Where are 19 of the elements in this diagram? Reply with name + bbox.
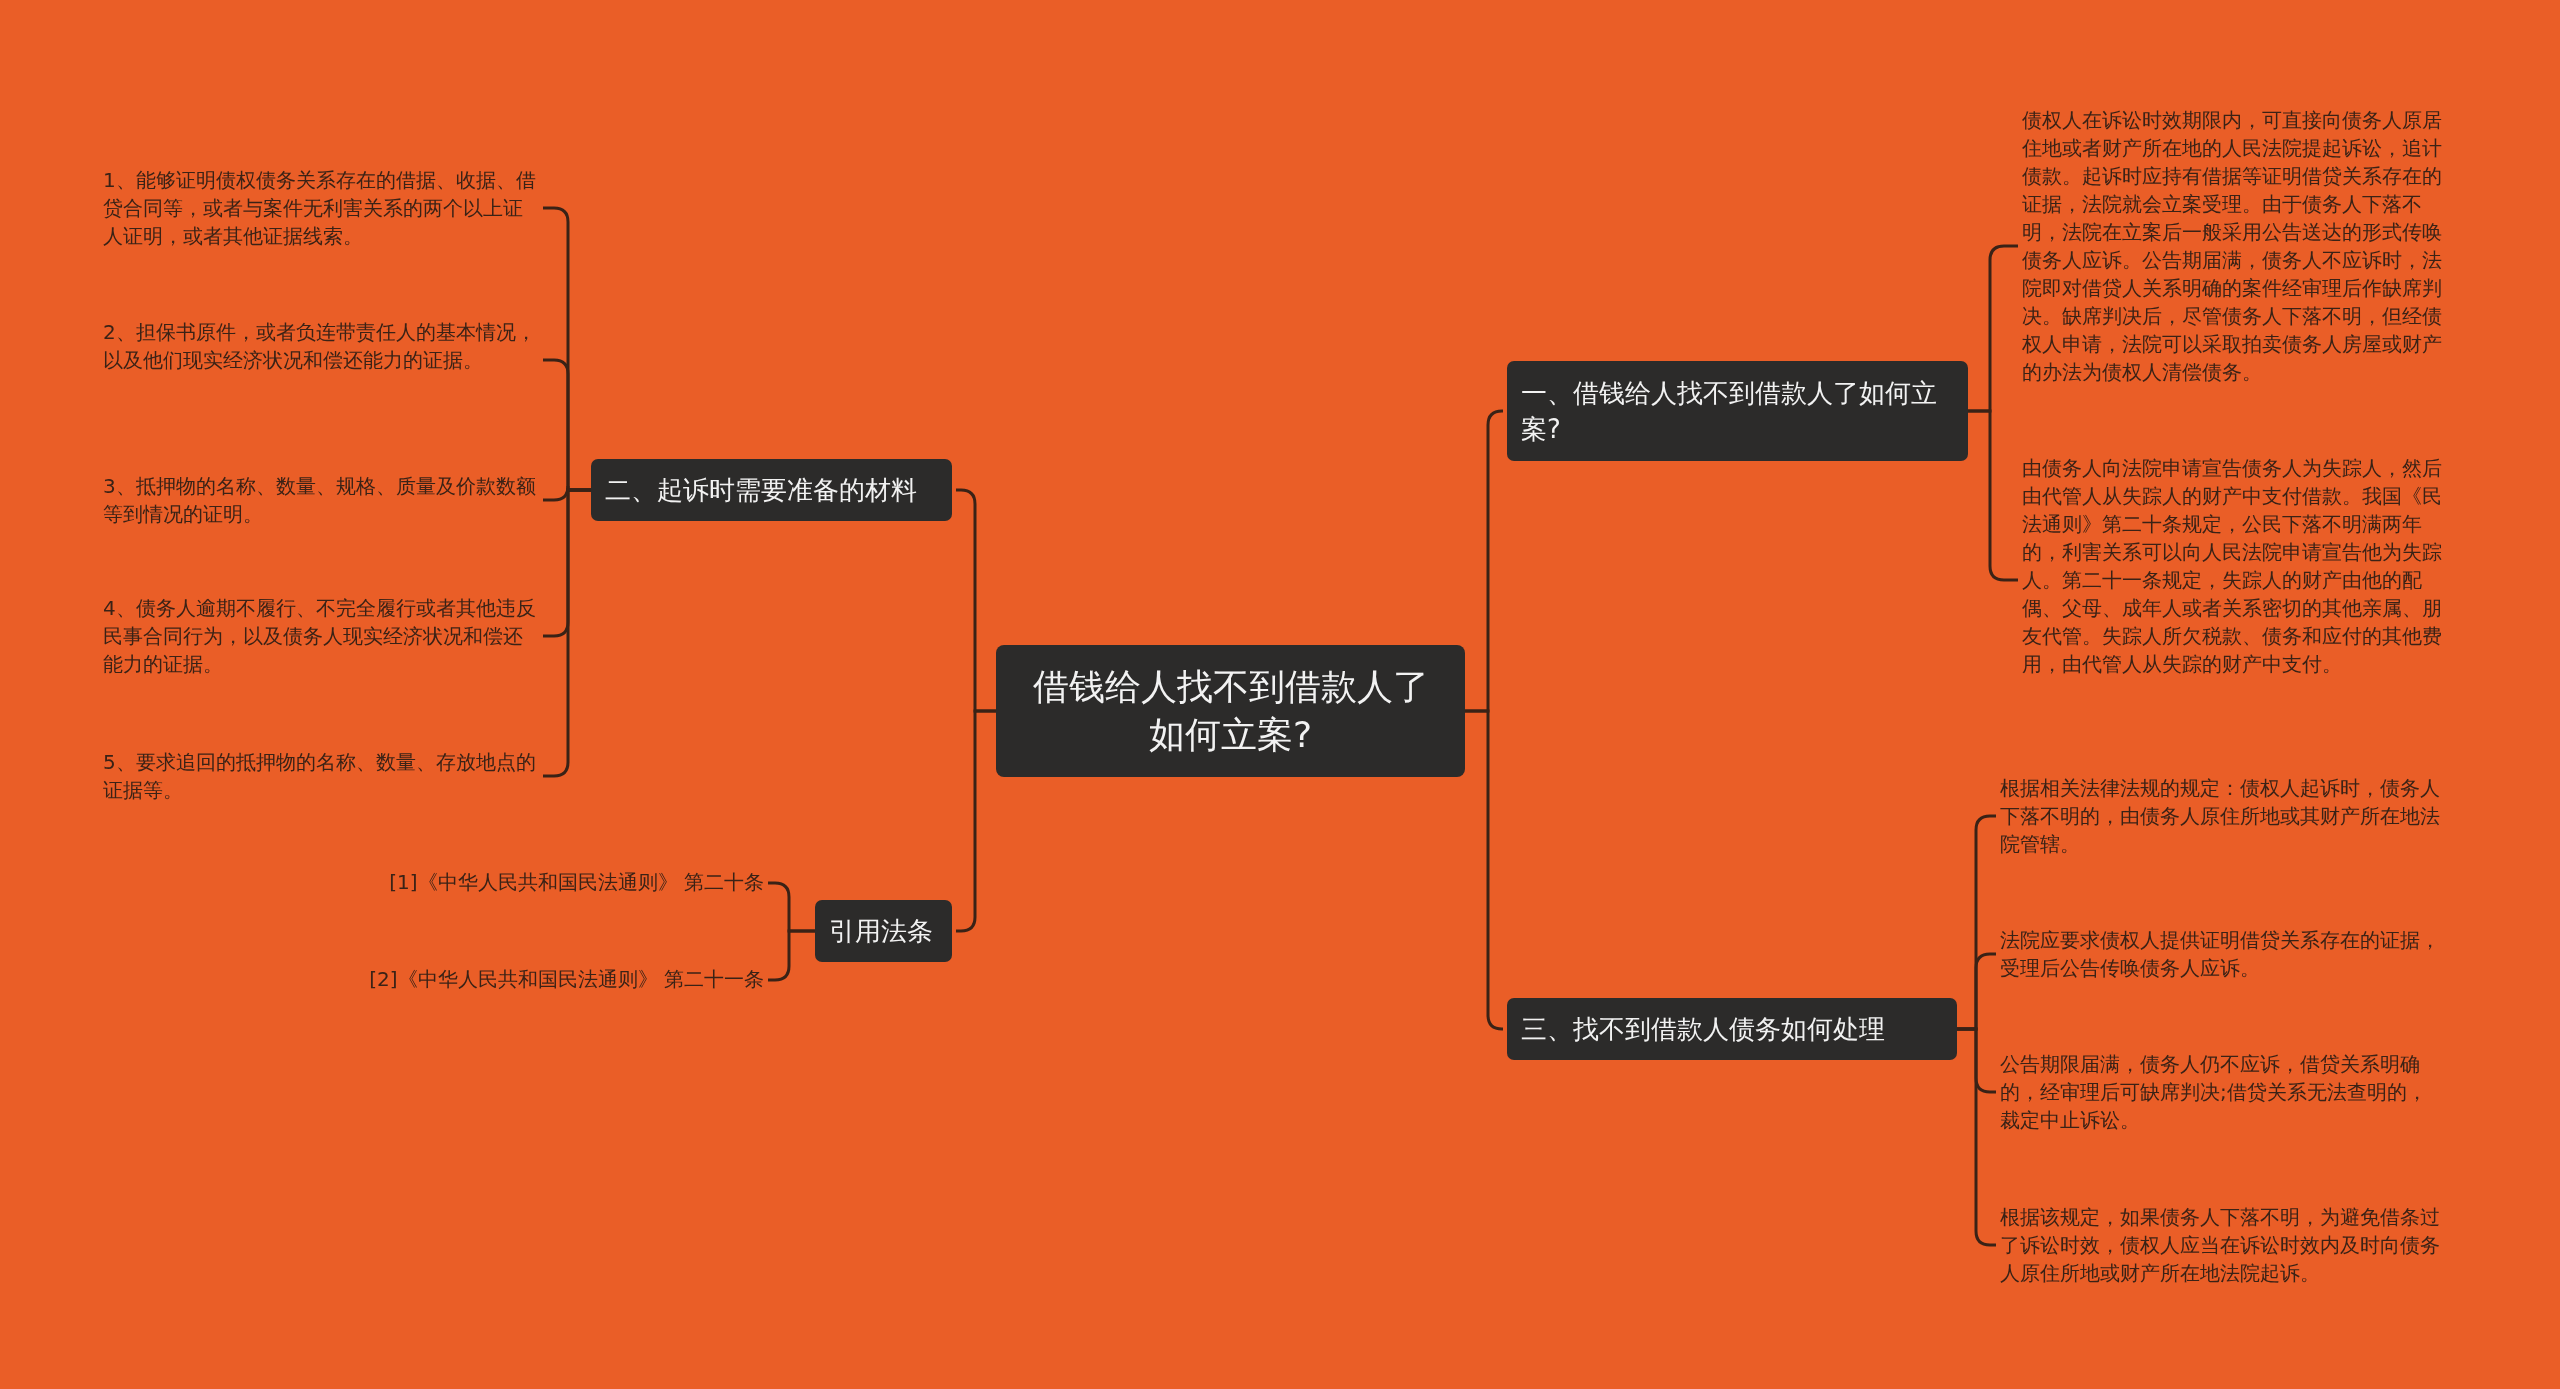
- leaf-text: 债权人在诉讼时效期限内，可直接向债务人原居住地或者财产所在地的人民法院提起诉讼，追计债款。起诉时应持有借据等证明借贷关系存在的证据，法院就会立案受理。由于债务人下落不明，法院在立案后一般采用公告送达的形式传唤债务人应诉。公告期届满，债务人不应诉时，法院即对借贷人关系明确的案件经审理后作缺席判决。缺席判决后，尽管债务人下落不明，但经债权人申请，法院可以采取拍卖债务人房屋或财产的办法为债权人清偿债务。: [2022, 106, 2458, 386]
- leaf-text: 根据该规定，如果债务人下落不明，为避免借条过了诉讼时效，债权人应当在诉讼时效内及时向债务人原住所地或财产所在地法院起诉。: [2000, 1203, 2440, 1287]
- leaf-text: 法院应要求债权人提供证明借贷关系存在的证据，受理后公告传唤债务人应诉。: [2000, 926, 2440, 982]
- topic-box: 三、找不到借款人债务如何处理: [1507, 998, 1957, 1060]
- topic-box: 引用法条: [815, 900, 952, 962]
- leaf-text: 2、担保书原件，或者负连带责任人的基本情况，以及他们现实经济状况和偿还能力的证据。: [103, 318, 539, 374]
- central-topic-box: 借钱给人找不到借款人了如何立案?: [996, 645, 1465, 777]
- leaf-text: 根据相关法律法规的规定：债权人起诉时，债务人下落不明的，由债务人原住所地或其财产所在地法院管辖。: [2000, 774, 2440, 858]
- leaf-text: 4、债务人逾期不履行、不完全履行或者其他违反民事合同行为，以及债务人现实经济状况和偿还能力的证据。: [103, 594, 539, 678]
- leaf-text: [1]《中华人民共和国民法通则》 第二十条: [320, 868, 764, 896]
- topic-box: 二、起诉时需要准备的材料: [591, 459, 952, 521]
- topic-box: 一、借钱给人找不到借款人了如何立案?: [1507, 361, 1968, 461]
- leaf-text: 公告期限届满，债务人仍不应诉，借贷关系明确的，经审理后可缺席判决;借贷关系无法查明的，裁定中止诉讼。: [2000, 1050, 2440, 1134]
- leaf-text: 5、要求追回的抵押物的名称、数量、存放地点的证据等。: [103, 748, 539, 804]
- leaf-text: 3、抵押物的名称、数量、规格、质量及价款数额等到情况的证明。: [103, 472, 539, 528]
- leaf-text: [2]《中华人民共和国民法通则》 第二十一条: [300, 965, 764, 993]
- connector-line: [768, 929, 815, 982]
- leaf-text: 由债务人向法院申请宣告债务人为失踪人，然后由代管人从失踪人的财产中支付借款。我国《民法通则》第二十条规定，公民下落不明满两年的，利害关系可以向人民法院申请宣告他为失踪人。第二十一条规定，失踪人的财产由他的配偶、父母、成年人或者关系密切的其他亲属、朋友代管。失踪人所欠税款、债务和应付的其他费用，由代管人从失踪的财产中支付。: [2022, 454, 2458, 678]
- leaf-text: 1、能够证明债权债务关系存在的借据、收据、借贷合同等，或者与案件无利害关系的两个以上证人证明，或者其他证据线索。: [103, 166, 539, 250]
